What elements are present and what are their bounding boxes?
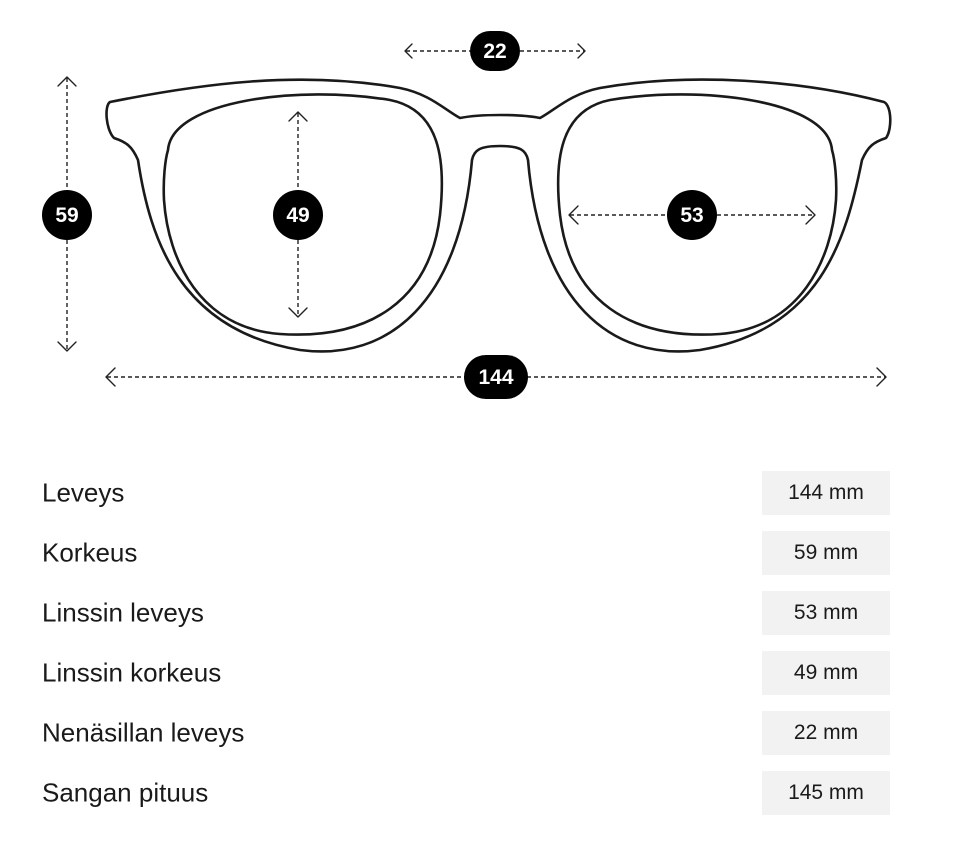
spec-row-bridge-width: Nenäsillan leveys 22 mm <box>42 711 890 755</box>
lens-width-dimension: 53 <box>568 190 816 240</box>
spec-label: Leveys <box>42 477 125 508</box>
total-width-badge <box>464 355 528 399</box>
total-height-badge <box>42 190 92 240</box>
spec-value: 144 mm <box>762 471 890 515</box>
lens-height-badge <box>273 190 323 240</box>
bridge-width-value: 22 <box>483 40 506 63</box>
spec-label: Nenäsillan leveys <box>42 717 245 748</box>
spec-value: 49 mm <box>762 651 890 695</box>
spec-value: 22 mm <box>762 711 890 755</box>
bridge-width-dimension: 22 <box>404 31 586 71</box>
lens-height-value: 49 <box>286 204 309 227</box>
spec-row-height: Korkeus 59 mm <box>42 531 890 575</box>
total-width-dimension: 144 <box>105 355 887 399</box>
lens-width-badge <box>667 190 717 240</box>
lens-width-value: 53 <box>680 204 703 227</box>
total-width-value: 144 <box>478 366 513 389</box>
bridge-width-badge <box>470 31 520 71</box>
spec-value: 145 mm <box>762 771 890 815</box>
spec-row-lens-height: Linssin korkeus 49 mm <box>42 651 890 695</box>
total-height-value: 59 <box>55 204 78 227</box>
spec-row-temple-length: Sangan pituus 145 mm <box>42 771 890 815</box>
lens-height-dimension: 49 <box>273 111 323 318</box>
glasses-dimension-diagram: 22 59 49 53 144 <box>42 31 892 399</box>
spec-value: 53 mm <box>762 591 890 635</box>
spec-row-lens-width: Linssin leveys 53 mm <box>42 591 890 635</box>
spec-label: Linssin leveys <box>42 597 204 628</box>
total-height-dimension: 59 <box>42 76 92 352</box>
spec-label: Sangan pituus <box>42 777 209 808</box>
spec-row-width: Leveys 144 mm <box>42 471 890 515</box>
spec-value: 59 mm <box>762 531 890 575</box>
spec-label: Korkeus <box>42 537 138 568</box>
specs-table: Leveys 144 mm Korkeus 59 mm Linssin leve… <box>42 471 890 831</box>
spec-label: Linssin korkeus <box>42 657 222 688</box>
